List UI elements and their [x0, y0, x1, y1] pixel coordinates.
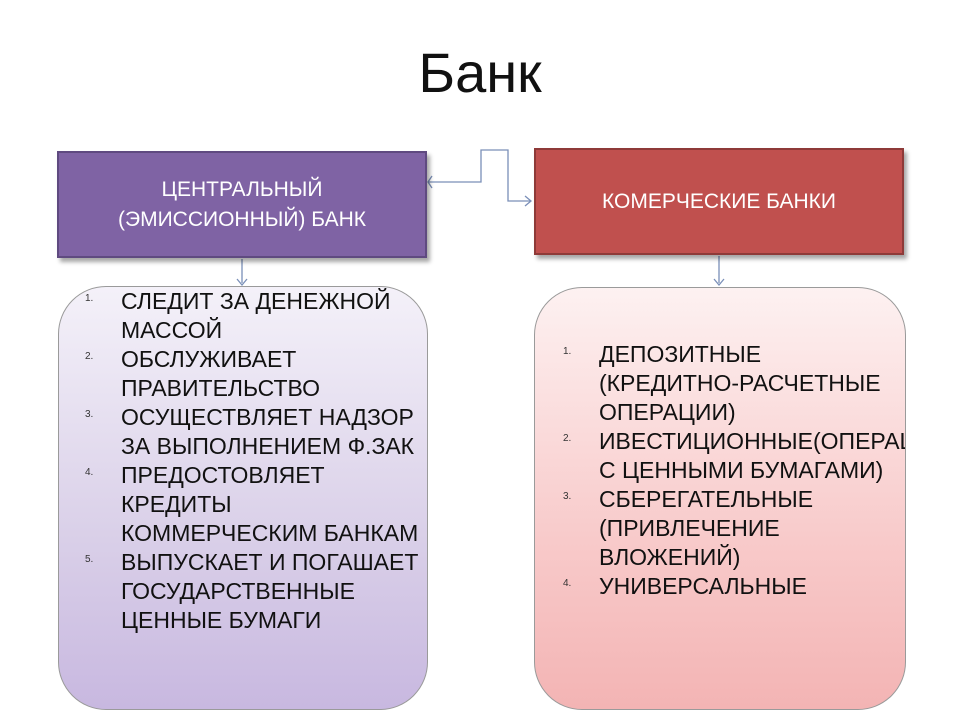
list-item: 5. ВЫПУСКАЕТ И ПОГАШАЕТ ГОСУДАРСТВЕННЫЕ Ц… [79, 548, 419, 635]
arrowhead-right-icon [524, 195, 533, 207]
list-number: 2. [85, 351, 94, 362]
commercial-banks-operations-panel: 1. ДЕПОЗИТНЫЕ (КРЕДИТНО-РАСЧЕТНЫЕ ОПЕРАЦИ… [534, 287, 906, 710]
list-number: 4. [563, 578, 572, 589]
elbow-connector [428, 149, 530, 202]
list-number: 1. [85, 293, 94, 304]
slide-title: Банк [418, 41, 542, 104]
list-item: 2. ОБСЛУЖИВАЕТ ПРАВИТЕЛЬСТВО [79, 345, 419, 403]
list-item-text: УНИВЕРСАЛЬНЫЕ [599, 573, 807, 599]
list-item-text: СБЕРЕГАТЕЛЬНЫЕ (ПРИВЛЕЧЕНИЕ ВЛОЖЕНИЙ) [599, 486, 814, 570]
central-down-arrow-icon [236, 278, 248, 287]
list-number: 1. [563, 346, 572, 357]
central-bank-label-line2: (ЭМИССИОННЫЙ) БАНК [117, 207, 366, 231]
central-bank-label-line1: ЦЕНТРАЛЬНЫЙ [161, 177, 323, 201]
list-number: 4. [85, 467, 94, 478]
list-item-text: ОСУЩЕСТВЛЯЕТ НАДЗОР ЗА ВЫПОЛНЕНИЕМ Ф.ЗАК [121, 404, 415, 459]
commercial-banks-box: КОМЕРЧЕСКИЕ БАНКИ [534, 148, 904, 255]
list-item-text: ДЕПОЗИТНЫЕ (КРЕДИТНО-РАСЧЕТНЫЕ ОПЕРАЦИИ) [599, 341, 881, 425]
list-item-text: ИВЕСТИЦИОННЫЕ(ОПЕРАЦИИ С ЦЕННЫМИ БУМАГАМ… [599, 428, 905, 483]
central-bank-box: ЦЕНТРАЛЬНЫЙ (ЭМИССИОННЫЙ) БАНК [57, 151, 427, 258]
commercial-banks-operations-list: 1. ДЕПОЗИТНЫЕ (КРЕДИТНО-РАСЧЕТНЫЕ ОПЕРАЦИ… [557, 340, 905, 601]
list-number: 5. [85, 554, 94, 565]
list-number: 3. [85, 409, 94, 420]
list-item-text: ПРЕДОСТОВЛЯЕТ КРЕДИТЫ КОММЕРЧЕСКИМ БАНКА… [121, 462, 419, 546]
list-item-text: ОБСЛУЖИВАЕТ ПРАВИТЕЛЬСТВО [121, 346, 320, 401]
central-bank-functions-panel: 1. СЛЕДИТ ЗА ДЕНЕЖНОЙ МАССОЙ 2. ОБСЛУЖИВАЕ… [58, 286, 428, 710]
list-item: 1. СЛЕДИТ ЗА ДЕНЕЖНОЙ МАССОЙ [79, 287, 419, 345]
list-item: 3. СБЕРЕГАТЕЛЬНЫЕ (ПРИВЛЕЧЕНИЕ ВЛОЖЕНИЙ) [557, 485, 897, 572]
list-item: 2. ИВЕСТИЦИОННЫЕ(ОПЕРАЦИИ С ЦЕННЫМИ БУМАГ… [557, 427, 905, 485]
list-item: 3. ОСУЩЕСТВЛЯЕТ НАДЗОР ЗА ВЫПОЛНЕНИЕМ Ф.З… [79, 403, 419, 461]
commercial-banks-label: КОМЕРЧЕСКИЕ БАНКИ [602, 189, 836, 213]
list-item: 1. ДЕПОЗИТНЫЕ (КРЕДИТНО-РАСЧЕТНЫЕ ОПЕРАЦИ… [557, 340, 897, 427]
commercial-down-arrow-icon [713, 278, 725, 287]
list-item: 4. УНИВЕРСАЛЬНЫЕ [557, 572, 897, 601]
list-item: 4. ПРЕДОСТОВЛЯЕТ КРЕДИТЫ КОММЕРЧЕСКИМ БАН… [79, 461, 419, 548]
list-item-text: ВЫПУСКАЕТ И ПОГАШАЕТ ГОСУДАРСТВЕННЫЕ ЦЕН… [121, 549, 419, 633]
arrowhead-left-icon [427, 175, 433, 189]
list-item-text: СЛЕДИТ ЗА ДЕНЕЖНОЙ МАССОЙ [121, 288, 391, 343]
central-bank-functions-list: 1. СЛЕДИТ ЗА ДЕНЕЖНОЙ МАССОЙ 2. ОБСЛУЖИВАЕ… [79, 287, 419, 635]
list-number: 2. [563, 433, 572, 444]
list-number: 3. [563, 491, 572, 502]
